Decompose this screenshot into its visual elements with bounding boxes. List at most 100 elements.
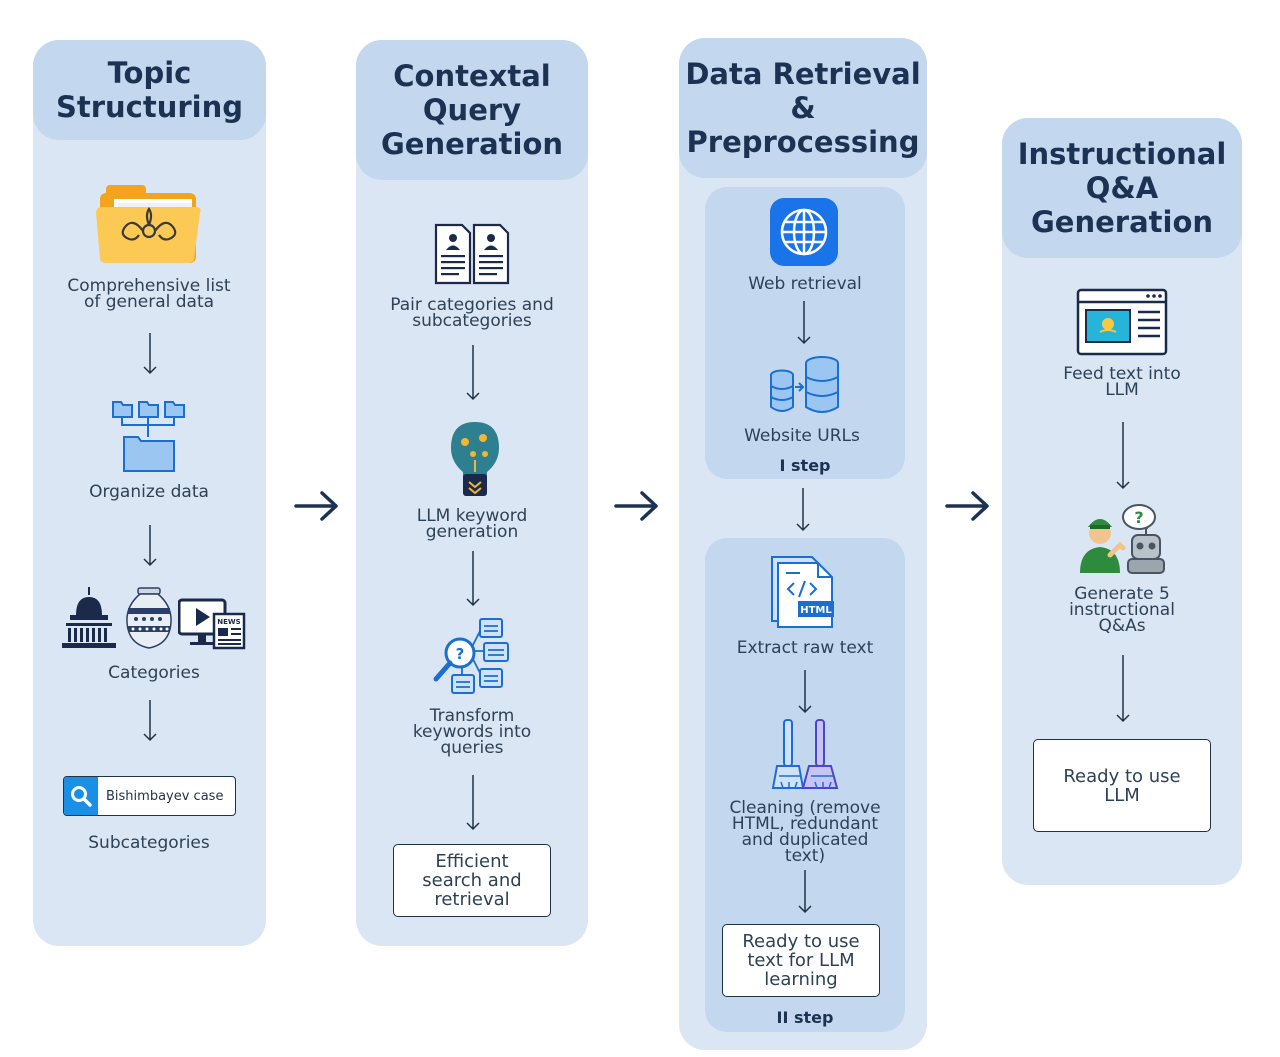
title-line: Query (422, 93, 522, 127)
result-line: text for LLM (747, 950, 855, 971)
search-icon (64, 777, 98, 815)
arrow-down (143, 525, 157, 567)
label-line: LLM keyword (416, 506, 528, 526)
label-line: keywords into (412, 722, 532, 742)
step-label: LLM keyword generation (362, 506, 582, 542)
title-line: & (790, 91, 816, 125)
flow-arrow (614, 490, 660, 526)
result-line: retrieval (434, 889, 510, 910)
folder-tree-icon (110, 397, 188, 477)
brooms-icon (771, 718, 839, 796)
label-line: Extract raw text (736, 638, 874, 658)
arrow-down (797, 301, 811, 345)
label-line: Cleaning (remove (729, 798, 881, 818)
label-line: Generate 5 (1074, 584, 1170, 604)
result-box: Ready to use LLM (1033, 739, 1211, 832)
globe-icon (770, 198, 838, 270)
database-icon (768, 355, 840, 421)
arrow-down (143, 700, 157, 742)
label-line: Q&As (1098, 616, 1146, 636)
html-file-icon: HTML (768, 553, 840, 633)
arrow-down (1116, 422, 1130, 490)
arrow-down (798, 870, 812, 914)
label-line: Web retrieval (748, 274, 862, 294)
step-label: Categories (45, 663, 263, 683)
label-line: Comprehensive list (67, 276, 231, 296)
lightbulb-icon (447, 420, 503, 504)
title-line: Preprocessing (686, 125, 920, 159)
label-line: queries (440, 738, 504, 758)
label-line: Transform (429, 706, 515, 726)
label-line: generation (425, 522, 519, 542)
step-label: Subcategories (40, 833, 258, 853)
title-line: Data Retrieval (685, 57, 921, 91)
arrow-down (466, 345, 480, 401)
result-line: search and (422, 870, 522, 891)
step-label: Comprehensive list of general data (40, 276, 258, 312)
arrow-down (143, 333, 157, 375)
government-building-icon (62, 587, 116, 653)
step-label: Website URLs (702, 426, 902, 446)
svg-text:?: ? (1134, 508, 1143, 527)
step-label: Extract raw text (705, 638, 905, 658)
svg-text:HTML: HTML (800, 605, 832, 616)
step-one-label: I step (779, 456, 831, 475)
arrow-down (466, 775, 480, 831)
label-line: Categories (108, 663, 200, 683)
title-line: Structuring (55, 90, 244, 124)
result-line: Efficient (435, 851, 509, 872)
browser-window-icon (1076, 288, 1168, 360)
step-label: Feed text into LLM (1012, 364, 1232, 400)
step-label: Organize data (40, 482, 258, 502)
svg-text:?: ? (456, 645, 465, 663)
step-label: Transform keywords into queries (362, 706, 582, 758)
arrow-down (1116, 655, 1130, 723)
step-label: Cleaning (remove HTML, redundant and dup… (705, 798, 905, 866)
label-line: text) (784, 846, 826, 866)
result-box: Ready to use text for LLM learning (722, 924, 880, 997)
search-network-icon: ? (432, 617, 512, 701)
label-line: Pair categories and (390, 295, 554, 315)
label-line: and duplicated (741, 830, 869, 850)
label-line: Organize data (89, 482, 209, 502)
title-line: Q&A (1085, 171, 1159, 205)
result-line: learning (764, 969, 838, 990)
label-line: Subcategories (88, 833, 210, 853)
arrow-down (798, 670, 812, 714)
label-line: subcategories (412, 311, 532, 331)
step-label: Web retrieval (705, 274, 905, 294)
flow-arrow (945, 490, 991, 526)
title-line: Topic (107, 56, 192, 90)
label-line: of general data (83, 292, 215, 312)
arrow-down (466, 551, 480, 607)
title-line: Generation (1030, 205, 1214, 239)
label-line: instructional (1069, 600, 1175, 620)
folder-icon (96, 185, 202, 269)
label-line: LLM (1105, 380, 1139, 400)
search-text: Bishimbayev case (106, 788, 224, 804)
step-two-label: II step (776, 1008, 834, 1027)
label-line: Feed text into (1063, 364, 1181, 384)
result-box: Efficient search and retrieval (393, 844, 551, 917)
result-line: LLM (1104, 784, 1140, 806)
step-label: Pair categories and subcategories (362, 295, 582, 331)
column-title: Contextal Query Generation (356, 40, 588, 180)
title-line: Contextal (393, 59, 551, 93)
svg-text:NEWS: NEWS (217, 618, 240, 626)
person-robot-icon: ? (1076, 503, 1170, 579)
flow-arrow (294, 490, 340, 526)
news-media-icon: NEWS (177, 598, 246, 654)
arrow-down (796, 488, 810, 532)
result-line: Ready to use (1063, 765, 1181, 787)
step-label: Generate 5 instructional Q&As (1012, 584, 1232, 636)
result-line: Ready to use (742, 931, 860, 952)
column-title: Topic Structuring (33, 40, 266, 140)
title-line: Instructional (1017, 137, 1227, 171)
label-line: HTML, redundant (731, 814, 879, 834)
title-line: Generation (380, 127, 564, 161)
search-bar: Bishimbayev case (63, 776, 236, 816)
label-line: Website URLs (744, 426, 860, 446)
column-title: Data Retrieval & Preprocessing (679, 38, 927, 178)
documents-pair-icon (432, 219, 512, 295)
vase-icon (124, 586, 174, 654)
